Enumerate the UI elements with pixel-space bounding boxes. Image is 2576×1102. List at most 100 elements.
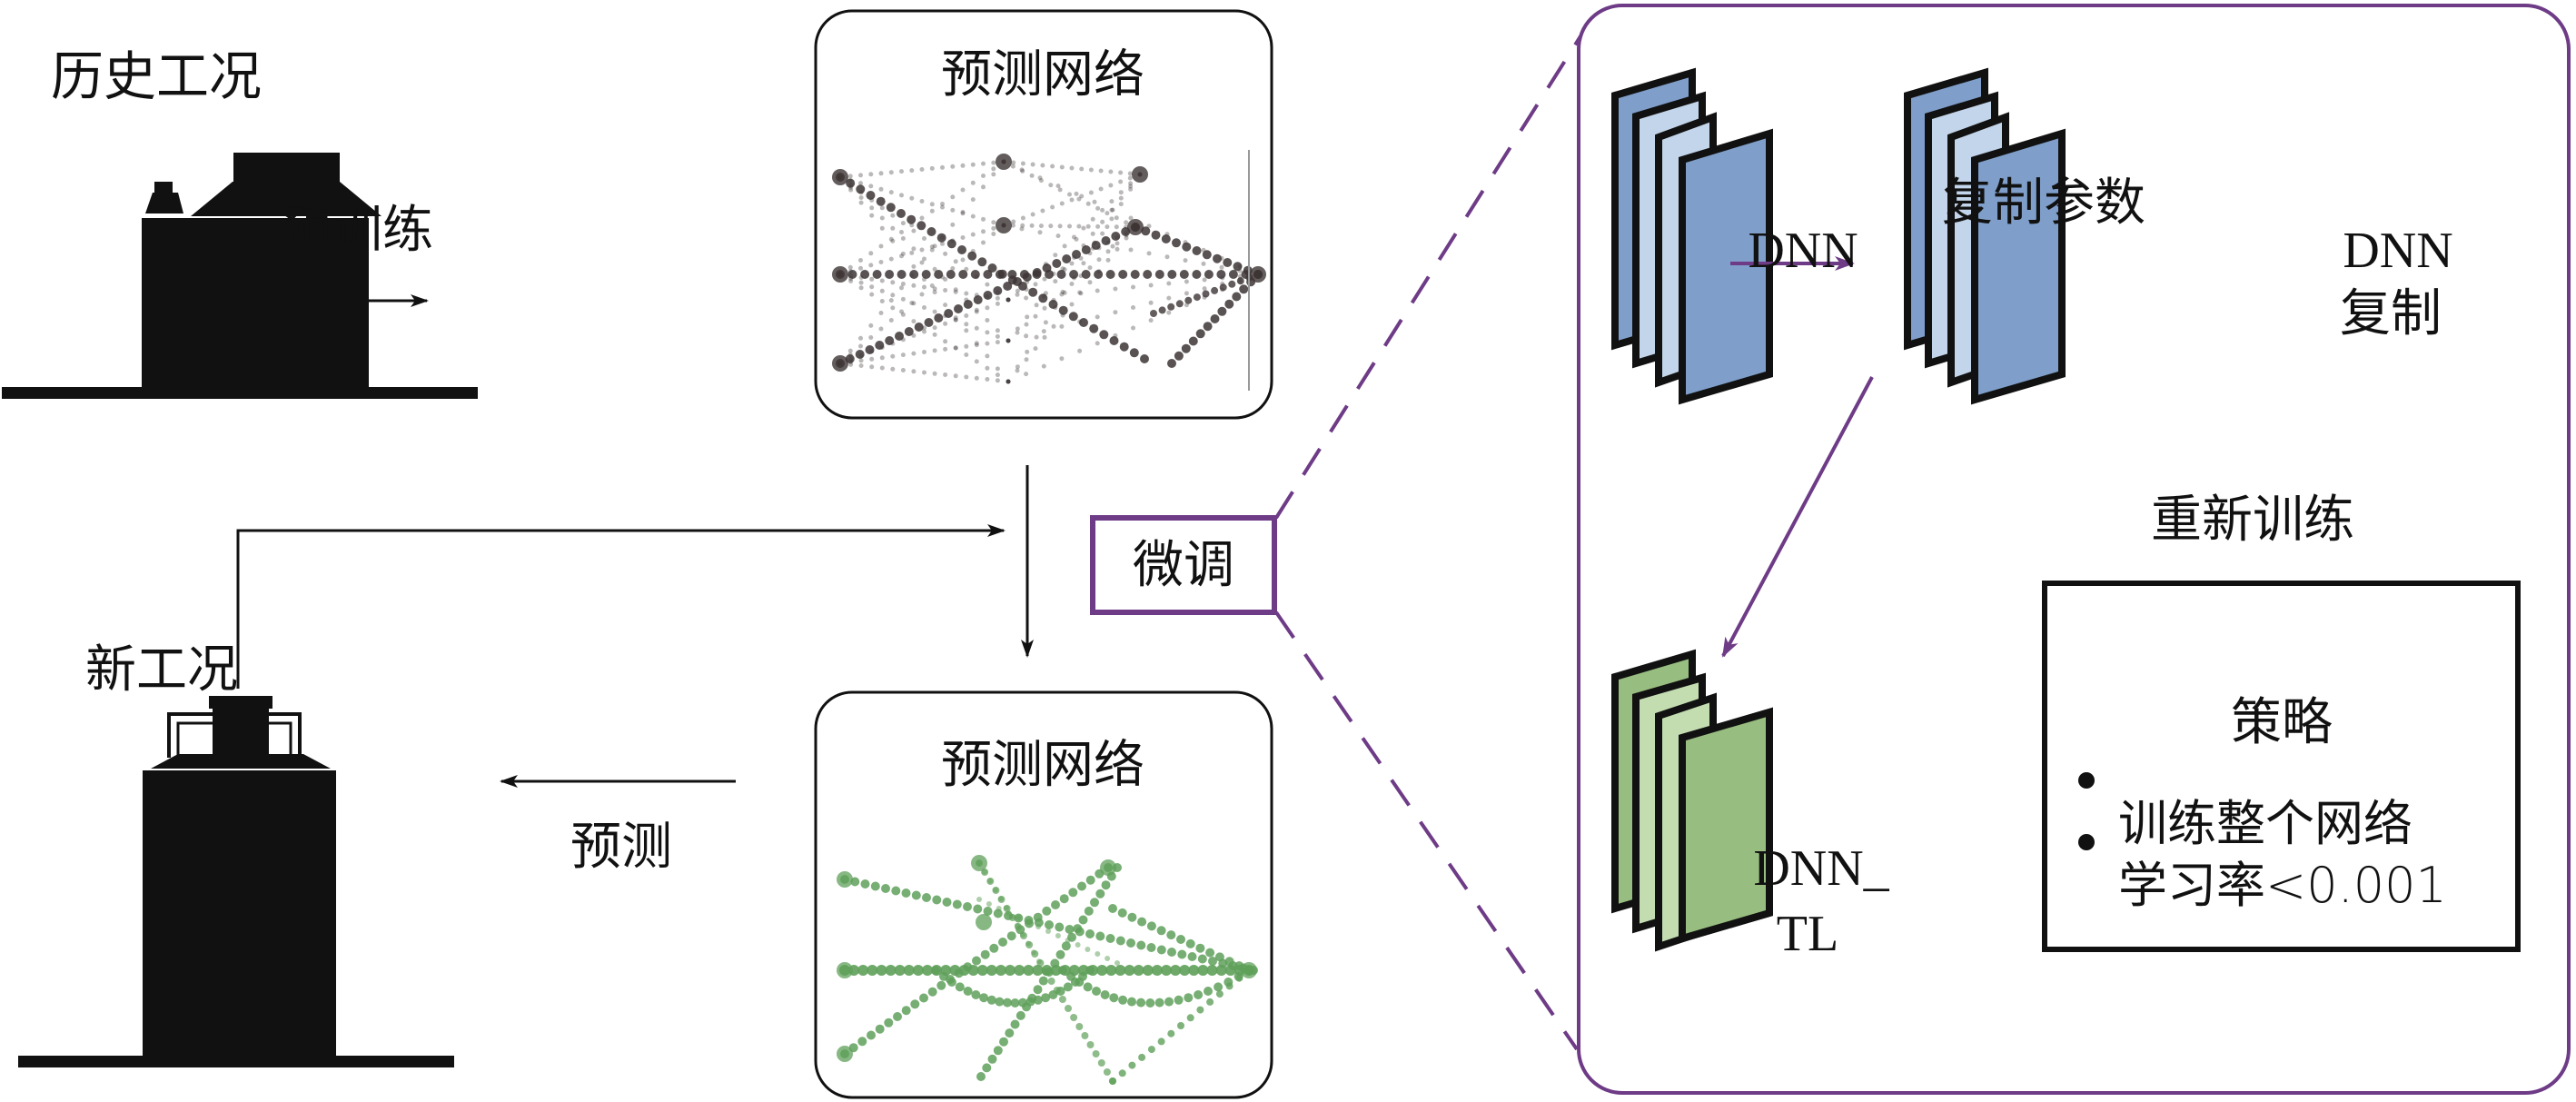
- network-edge-dot: [1051, 323, 1056, 329]
- network-edge-dot: [929, 283, 935, 288]
- network-edge-dot: [953, 289, 958, 294]
- network-edge-dot: [946, 978, 956, 987]
- network-edge-dot: [1055, 922, 1065, 932]
- network-edge-dot: [1062, 254, 1072, 263]
- network-edge-dot: [1167, 1029, 1175, 1037]
- network-edge-dot: [1156, 926, 1166, 936]
- network-edge-dot: [868, 251, 874, 256]
- network-edge-dot: [1127, 171, 1133, 176]
- network-edge-dot: [1040, 208, 1045, 213]
- network-edge-dot: [950, 207, 956, 213]
- network-edge-dot: [869, 284, 875, 290]
- network-edge-dot: [944, 309, 954, 318]
- network-edge-dot: [922, 893, 931, 902]
- network-edge-dot: [1109, 216, 1115, 222]
- network-edge-dot: [869, 356, 875, 362]
- network-edge-dot: [1215, 990, 1224, 998]
- network-edge-dot: [976, 965, 988, 976]
- network-edge-dot: [1175, 300, 1184, 308]
- top-network-graphic: [832, 150, 1266, 391]
- network-edge-dot: [1032, 270, 1042, 279]
- network-edge-dot: [1086, 1041, 1095, 1048]
- network-edge-dot: [987, 878, 993, 884]
- network-edge-dot: [950, 164, 956, 169]
- network-edge-dot: [991, 220, 996, 225]
- network-edge-dot: [1128, 247, 1134, 253]
- network-edge-dot: [865, 345, 875, 354]
- network-edge-dot: [1068, 888, 1078, 898]
- network-edge-dot: [1183, 258, 1188, 263]
- network-edge-dot: [1177, 949, 1187, 959]
- network-edge-dot: [1006, 297, 1011, 303]
- network-edge-dot: [894, 965, 906, 976]
- network-edge-dot: [954, 304, 963, 313]
- network-edge-dot: [1029, 173, 1035, 178]
- network-edge-dot: [1115, 241, 1120, 246]
- network-edge-dot: [1156, 945, 1166, 955]
- network-edge-dot: [1016, 1010, 1025, 1020]
- network-edge-dot: [878, 326, 884, 332]
- network-edge-dot: [868, 323, 874, 328]
- network-edge-dot: [1103, 1068, 1111, 1076]
- network-edge-dot: [1109, 336, 1119, 345]
- network-edge-dot: [1023, 965, 1035, 976]
- network-edge-dot: [964, 374, 969, 380]
- network-edge-dot: [1118, 995, 1128, 1005]
- network-edge-dot: [1007, 270, 1017, 279]
- network-edge-dot: [1085, 201, 1091, 206]
- network-edge-dot: [909, 270, 919, 279]
- network-edge-dot: [953, 317, 958, 323]
- network-edge-dot: [857, 1037, 867, 1047]
- network-edge-dot: [1092, 987, 1101, 996]
- network-edge-dot: [846, 178, 856, 188]
- network-edge-dot: [879, 205, 885, 211]
- network-edge-dot: [1085, 875, 1095, 885]
- network-edge-dot: [858, 335, 863, 341]
- network-edge-dot: [973, 295, 983, 304]
- network-edge-dot: [1048, 990, 1058, 999]
- network-edge-dot: [1204, 987, 1213, 996]
- network-edge-dot: [943, 346, 948, 352]
- network-edge-dot: [995, 378, 1000, 383]
- finetune-box[interactable]: [1090, 515, 1277, 615]
- network-edge-dot: [1166, 930, 1176, 940]
- network-node: [1241, 962, 1257, 978]
- network-edge-dot: [1095, 341, 1100, 346]
- network-edge-dot: [1128, 215, 1134, 221]
- network-edge-dot: [1206, 965, 1218, 976]
- network-edge-dot: [1072, 234, 1076, 240]
- network-edge-dot: [1048, 183, 1054, 188]
- network-edge-dot: [893, 1012, 902, 1021]
- network-edge-dot: [1174, 351, 1184, 361]
- network-edge-dot: [1090, 898, 1099, 908]
- network-edge-dot: [847, 348, 853, 353]
- network-edge-dot: [936, 233, 946, 243]
- finetune-label[interactable]: 微调: [1133, 536, 1234, 595]
- network-edge-dot: [1214, 952, 1224, 962]
- network-edge-dot: [1045, 920, 1054, 929]
- network-edge-dot: [995, 997, 1005, 1007]
- network-edge-dot: [981, 161, 986, 166]
- network-edge-dot: [1006, 379, 1011, 384]
- network-edge-dot: [1224, 957, 1234, 967]
- network-edge-dot: [1131, 284, 1135, 290]
- network-edge-dot: [1234, 971, 1243, 981]
- network-edge-dot: [1224, 965, 1236, 976]
- network-edge-dot: [1028, 287, 1038, 297]
- network-edge-dot: [1033, 282, 1038, 287]
- network-edge-dot: [1088, 167, 1094, 173]
- strategy-box: [2042, 581, 2521, 952]
- network-edge-dot: [1065, 925, 1075, 934]
- network-edge-dot: [870, 881, 880, 891]
- network-edge-dot: [1167, 270, 1177, 279]
- network-edge-dot: [995, 295, 1000, 301]
- network-edge-dot: [885, 336, 895, 345]
- network-edge-dot: [1076, 196, 1082, 202]
- new-condition-label: 新工况: [85, 640, 238, 700]
- network-edge-dot: [1184, 291, 1189, 296]
- network-edge-dot: [985, 353, 990, 359]
- network-edge-dot: [1073, 924, 1083, 934]
- network-edge-dot: [1060, 266, 1065, 272]
- network-node: [837, 871, 853, 888]
